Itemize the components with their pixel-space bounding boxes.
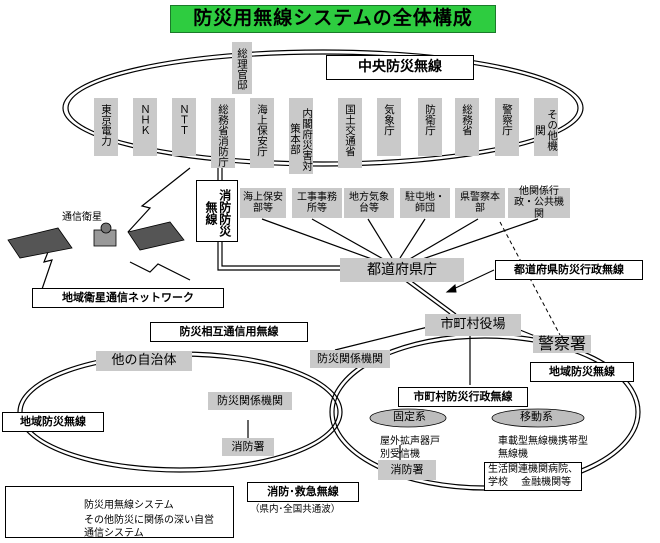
legend-dashed-line: その他防災に関係の深い自営 [84, 515, 214, 526]
mobile-item: 無線機 [498, 448, 528, 460]
central-agency: 警察庁 [495, 98, 519, 156]
prefectural-agency: 海上保安部等 [240, 188, 286, 218]
rescue-radio-label: 消防･救急無線 [247, 482, 359, 502]
life-related-orgs: 生活関連機関病院、 学校 金融機関等 [484, 462, 582, 491]
central-agency: 総務省 [455, 98, 479, 156]
life-line: 生活関連機関病院、 [488, 464, 578, 475]
disaster-org-left: 防災関係機関 [208, 392, 292, 410]
fire-station-left: 消防署 [222, 438, 274, 456]
fixed-item: 別受信機 [380, 448, 420, 460]
central-agency: 防衛庁 [418, 98, 442, 156]
central-agency: 国土交通省 [338, 98, 362, 168]
mobile-item: 車載型無線機携帯型 [498, 436, 588, 447]
central-agency: 内閣府災害対策本部 [289, 98, 313, 174]
regional-radio-right: 地域防災無線 [530, 362, 634, 382]
regional-radio-left: 地域防災無線 [2, 412, 104, 432]
prefectural-agency: 駐屯地・師団 [400, 188, 450, 218]
fixed-system-shape [369, 408, 447, 428]
kantei-box: 総理官邸 [232, 42, 252, 94]
fixed-items: 屋外拡声器戸 別受信機 [380, 436, 440, 461]
legend-dashed-line: 通信システム [84, 527, 144, 539]
police-station: 警察署 [533, 334, 591, 353]
legend: 防災用無線システム その他防災に関係の深い自営 通信システム [5, 486, 234, 540]
disaster-org-center: 防災関係機関 [310, 350, 390, 368]
central-ring-outer [62, 49, 584, 167]
satellite-icon [7, 221, 185, 259]
central-agency: その他機関 [534, 98, 558, 156]
legend-dashed-label: その他防災に関係の深い自営 通信システム [84, 515, 214, 540]
central-agency: 気象庁 [377, 98, 401, 156]
mobile-items: 車載型無線機携帯型 無線機 [498, 436, 588, 461]
legend-solid-label: 防災用無線システム [84, 500, 174, 511]
prefectural-agency: 地方気象台等 [344, 188, 394, 218]
prefectural-agency: 県警察本部 [455, 188, 505, 218]
prefectural-radio-label: 都道府県防災行政無線 [495, 260, 643, 280]
rescue-radio-sub: （県内･全国共通波） [250, 504, 341, 515]
satellite-network-label: 地域衛星通信ネットワーク [32, 288, 224, 308]
other-municipality: 他の自治体 [96, 351, 192, 371]
municipal-office: 市町村役場 [425, 314, 521, 336]
mobile-system-shape [491, 408, 585, 428]
fixed-item: 屋外拡声器戸 [380, 436, 440, 447]
life-line: 学校 金融機関等 [488, 476, 572, 488]
central-agency: 東京電力 [94, 98, 118, 156]
fire-defense-radio-label: 消防防災無線 [196, 180, 238, 242]
prefectural-agency: 他関係行政・公共機関 [508, 186, 570, 220]
municipal-radio-label: 市町村防災行政無線 [398, 387, 528, 407]
mobile-system-label: 移動系 [520, 410, 553, 423]
prefecture-office: 都道府県庁 [340, 258, 464, 282]
central-agency: 総務省消防庁 [211, 98, 235, 168]
fixed-system-label: 固定系 [393, 410, 426, 423]
central-radio-label: 中央防災無線 [326, 55, 474, 80]
satellite-label: 通信衛星 [62, 212, 102, 223]
prefectural-agency: 工事事務所等 [292, 188, 342, 218]
mutual-radio-label: 防災相互通信用無線 [150, 322, 308, 342]
diagram-title: 防災用無線システムの全体構成 [170, 5, 496, 33]
fire-station-right: 消防署 [378, 460, 436, 480]
central-agency: 海上保安庁 [250, 98, 274, 168]
central-ring-inner [67, 53, 579, 163]
central-agency: ＮＴＴ [172, 98, 196, 156]
central-agency: ＮＨＫ [133, 98, 157, 156]
